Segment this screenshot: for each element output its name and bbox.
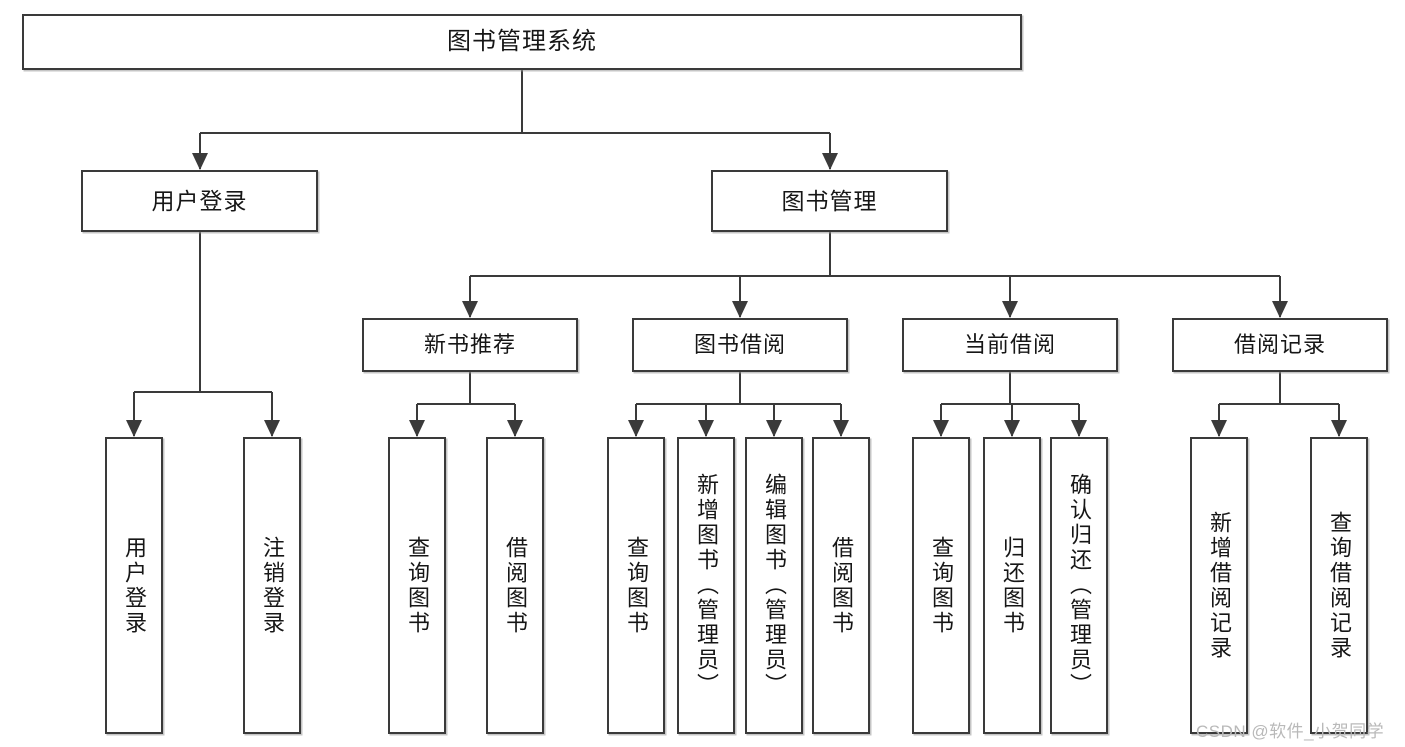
node-label: 图书借阅 (693, 332, 786, 358)
arrowhead-leaf-1-1 (507, 420, 523, 437)
leaf-node-3[interactable]: 借阅图书 (486, 437, 544, 734)
connector-2-bus (636, 403, 841, 405)
arrowhead-leaf-2-1 (698, 420, 714, 437)
arrowhead-level3-2 (1002, 301, 1018, 318)
leaf-node-8[interactable]: 查询图书 (912, 437, 970, 734)
node-label: 借阅图书 (829, 535, 854, 636)
leaf-node-7[interactable]: 借阅图书 (812, 437, 870, 734)
arrowhead-leaf-3-2 (1071, 420, 1087, 437)
level3-node-2[interactable]: 当前借阅 (902, 318, 1118, 372)
level2-node-1[interactable]: 图书管理 (711, 170, 948, 232)
leaf-node-0[interactable]: 用户登录 (105, 437, 163, 734)
node-label: 查询图书 (405, 535, 430, 636)
leaf-node-10[interactable]: 确认归还（管理员） (1050, 437, 1108, 734)
connector-1-stem (469, 372, 471, 404)
node-label: 借阅图书 (503, 535, 528, 636)
connector-2-stem (739, 372, 741, 404)
node-label: 用户登录 (151, 187, 248, 214)
node-label: 新书推荐 (423, 332, 516, 358)
node-label: 当前借阅 (963, 332, 1056, 358)
connector-4-bus (1219, 403, 1339, 405)
leaf-node-6[interactable]: 编辑图书（管理员） (745, 437, 803, 734)
connector-root-to-level2-0 (198, 133, 201, 169)
arrowhead-level3-1 (732, 301, 748, 318)
node-label: 归还图书 (1000, 535, 1025, 636)
node-label: 确认归还（管理员） (1067, 473, 1092, 698)
node-label: 注销登录 (260, 535, 285, 636)
arrowhead-leaf-1-0 (409, 420, 425, 437)
level3-node-0[interactable]: 新书推荐 (362, 318, 578, 372)
connector-bookmgmt-stem (828, 232, 831, 276)
arrowhead-leaf-0-0 (126, 420, 142, 437)
leaf-node-12[interactable]: 查询借阅记录 (1310, 437, 1368, 734)
arrowhead-leaf-2-2 (766, 420, 782, 437)
connector-1-bus (417, 403, 515, 405)
node-label: 编辑图书（管理员） (762, 473, 787, 698)
arrowhead-level3-0 (462, 301, 478, 318)
node-label: 用户登录 (122, 535, 147, 636)
connector-root-stem (521, 70, 523, 133)
arrowhead-level2-1 (821, 153, 838, 170)
connector-3-stem (1009, 372, 1011, 404)
connector-root-bus (199, 132, 830, 134)
level3-node-1[interactable]: 图书借阅 (632, 318, 848, 372)
arrowhead-leaf-2-0 (628, 420, 644, 437)
connector-root-to-level2-1 (828, 133, 831, 169)
arrowhead-level2-0 (191, 153, 208, 170)
node-label: 图书管理系统 (447, 28, 597, 56)
leaf-node-9[interactable]: 归还图书 (983, 437, 1041, 734)
node-label: 查询图书 (929, 535, 954, 636)
leaf-node-5[interactable]: 新增图书（管理员） (677, 437, 735, 734)
connector-0-to-leaf-1 (271, 392, 273, 436)
node-label: 查询图书 (624, 535, 649, 636)
connector-bookmgmt-to-level3-1 (739, 276, 741, 317)
node-label: 借阅记录 (1233, 332, 1326, 358)
node-label: 查询借阅记录 (1327, 510, 1352, 661)
connector-0-stem (198, 232, 201, 392)
leaf-node-1[interactable]: 注销登录 (243, 437, 301, 734)
connector-bookmgmt-bus (470, 275, 1280, 277)
arrowhead-leaf-3-1 (1004, 420, 1020, 437)
root-node[interactable]: 图书管理系统 (22, 14, 1022, 70)
arrowhead-level3-3 (1272, 301, 1288, 318)
connector-3-bus (941, 403, 1079, 405)
node-label: 新增借阅记录 (1207, 510, 1232, 661)
arrowhead-leaf-4-0 (1211, 420, 1227, 437)
arrowhead-leaf-3-0 (933, 420, 949, 437)
connector-0-bus (134, 391, 272, 393)
leaf-node-11[interactable]: 新增借阅记录 (1190, 437, 1248, 734)
connector-4-stem (1279, 372, 1281, 404)
level3-node-3[interactable]: 借阅记录 (1172, 318, 1388, 372)
arrowhead-leaf-0-1 (264, 420, 280, 437)
connector-bookmgmt-to-level3-0 (469, 276, 471, 317)
level2-node-0[interactable]: 用户登录 (81, 170, 318, 232)
connector-bookmgmt-to-level3-2 (1009, 276, 1011, 317)
leaf-node-4[interactable]: 查询图书 (607, 437, 665, 734)
connector-bookmgmt-to-level3-3 (1279, 276, 1281, 317)
node-label: 图书管理 (781, 187, 878, 214)
arrowhead-leaf-2-3 (833, 420, 849, 437)
connector-0-to-leaf-0 (133, 392, 135, 436)
node-label: 新增图书（管理员） (694, 473, 719, 698)
arrowhead-leaf-4-1 (1331, 420, 1347, 437)
leaf-node-2[interactable]: 查询图书 (388, 437, 446, 734)
